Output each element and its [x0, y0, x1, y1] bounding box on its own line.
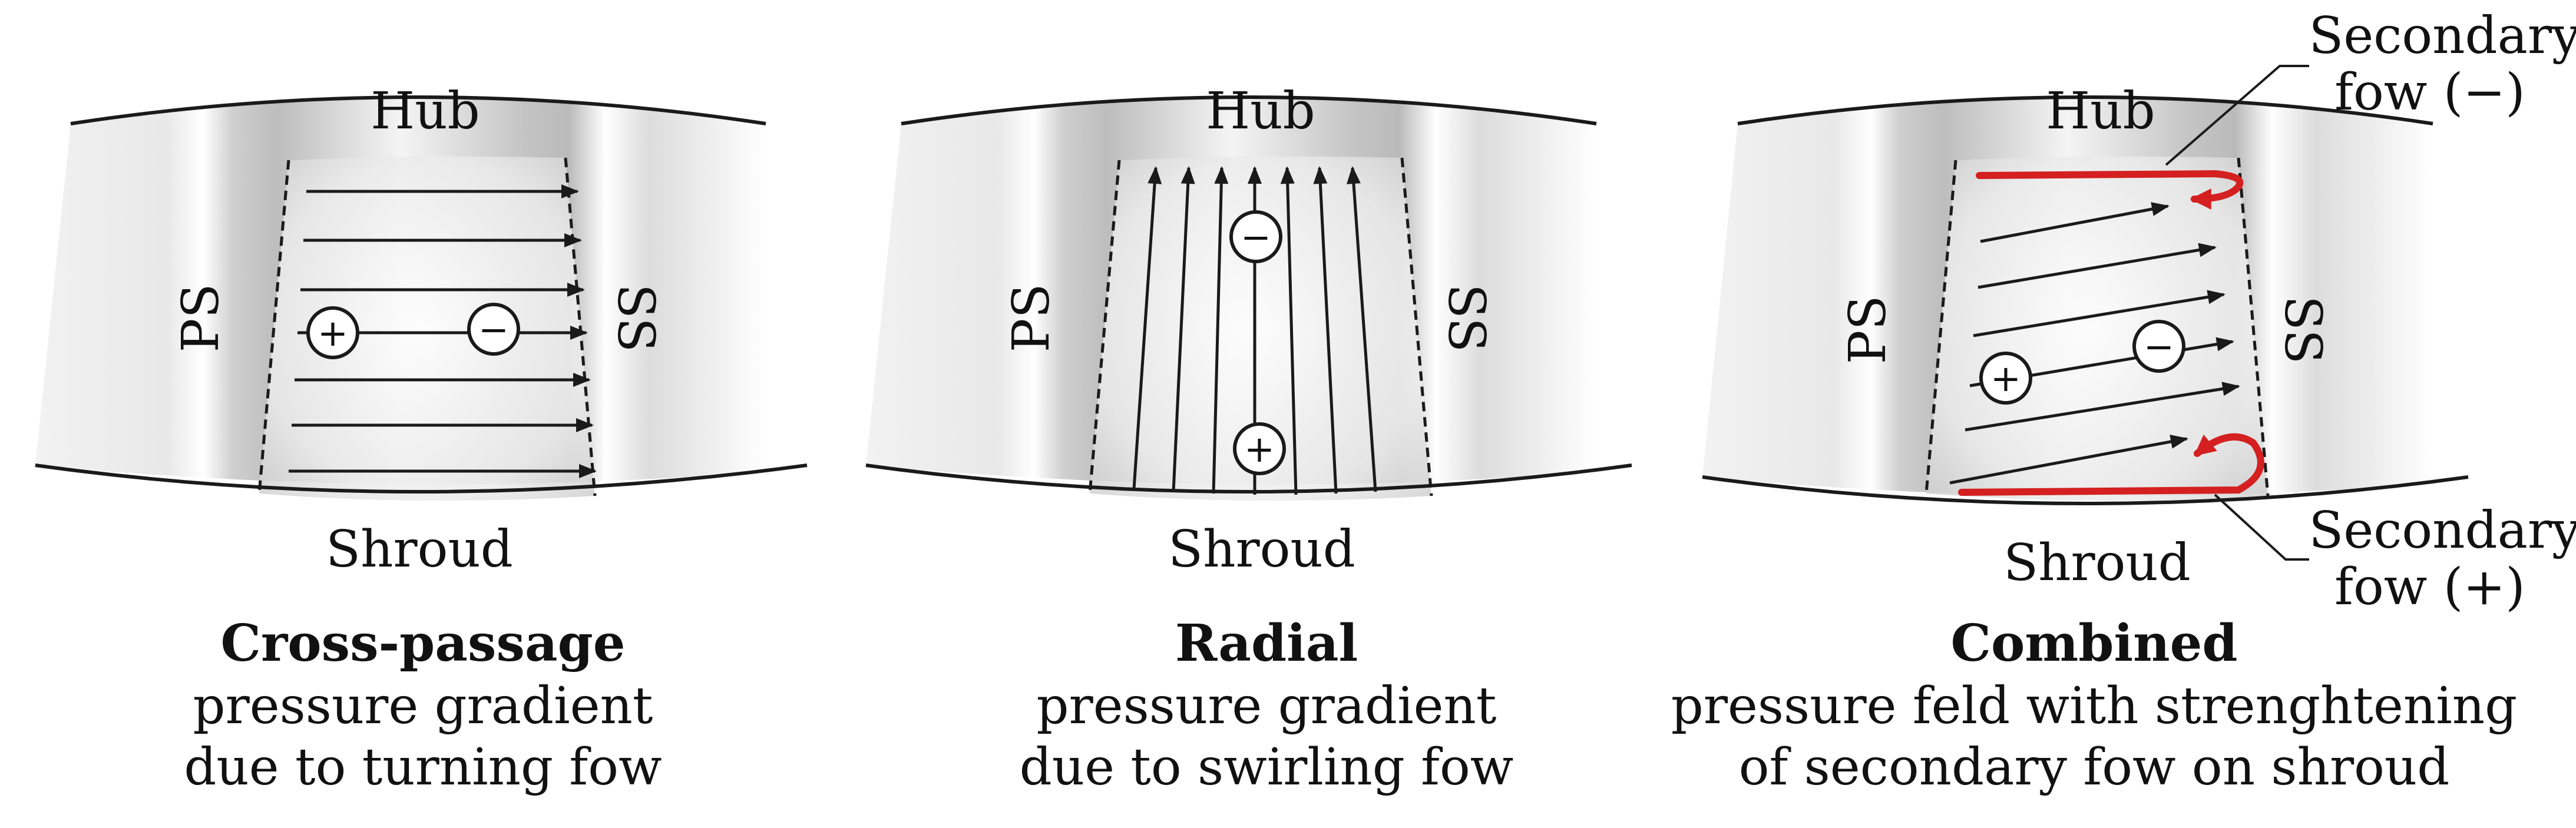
ss-dashed-line — [1400, 157, 1433, 496]
minus-marker — [1229, 210, 1282, 263]
hub-label: Hub — [2046, 82, 2155, 141]
shroud-wall — [35, 463, 808, 494]
secondary-flow-shroud-arrow — [1958, 433, 2264, 496]
hub-wall — [1737, 95, 2433, 125]
ss-label: SS — [606, 284, 665, 352]
caption-title: Combined — [1951, 614, 2238, 673]
passage-region — [1090, 156, 1431, 501]
shroud-label: Shroud — [1168, 520, 1355, 579]
ss-label: SS — [2273, 296, 2332, 364]
plus-sign: + — [318, 312, 348, 355]
minus-sign: − — [1241, 216, 1271, 259]
flow-arrows — [289, 184, 597, 478]
plus-marker — [306, 306, 359, 359]
leader-line-top — [2165, 65, 2309, 166]
minus-sign: − — [2144, 325, 2174, 368]
ss-label: SS — [1437, 284, 1496, 352]
plus-sign: + — [1244, 428, 1275, 471]
secondary-flow-pos-line-1: Secondary — [2309, 501, 2576, 560]
plus-marker — [1233, 422, 1286, 475]
caption-line-1: pressure gradient — [1037, 677, 1497, 736]
plus-sign: + — [1990, 357, 2021, 400]
caption-line-1: pressure feld with strenghtening — [1671, 677, 2517, 736]
minus-sign: − — [478, 308, 509, 351]
minus-marker — [467, 303, 520, 356]
secondary-flow-neg-line-2: fow (−) — [2334, 63, 2525, 122]
secondary-flow-pos-line-2: fow (+) — [2334, 558, 2525, 617]
ps-label: PS — [171, 284, 230, 353]
hub-wall — [70, 95, 766, 125]
ps-dashed-line — [1088, 160, 1121, 494]
hub-label: Hub — [371, 82, 480, 141]
caption-title: Radial — [1175, 614, 1358, 673]
caption-line-2: due to swirling fow — [1020, 738, 1514, 797]
caption-title: Cross-passage — [221, 614, 626, 673]
ps-dashed-line — [257, 160, 290, 494]
shroud-label: Shroud — [326, 520, 513, 579]
ps-dashed-line — [1924, 160, 1957, 494]
shroud-wall — [865, 463, 1632, 494]
shroud-label: Shroud — [2003, 534, 2191, 592]
minus-marker — [2132, 320, 2185, 373]
caption-line-2: of secondary fow on shroud — [1739, 738, 2450, 797]
ss-dashed-line — [2237, 157, 2270, 496]
panel-cross-passage: + − Hub Shroud PS SS Cross-passage press… — [35, 82, 808, 797]
panel-combined: + − Hub Shroud PS SS Secondary fow (−) S… — [1671, 6, 2576, 797]
secondary-flow-hub-arrow — [1976, 170, 2244, 210]
panel-radial: − + Hub Shroud PS SS Radial pressure gra… — [865, 82, 1632, 797]
caption-line-1: pressure gradient — [193, 677, 653, 736]
leader-line-bottom — [2214, 494, 2309, 561]
shroud-wall — [1702, 475, 2469, 505]
passage-region — [259, 156, 595, 501]
ps-label: PS — [1838, 296, 1897, 365]
hub-wall — [901, 95, 1597, 125]
hub-label: Hub — [1206, 82, 1315, 141]
ps-label: PS — [1002, 284, 1061, 353]
caption-line-2: due to turning fow — [184, 738, 662, 797]
secondary-flow-neg-line-1: Secondary — [2309, 6, 2576, 65]
passage-region — [1926, 156, 2268, 501]
plus-marker — [1979, 352, 2032, 405]
